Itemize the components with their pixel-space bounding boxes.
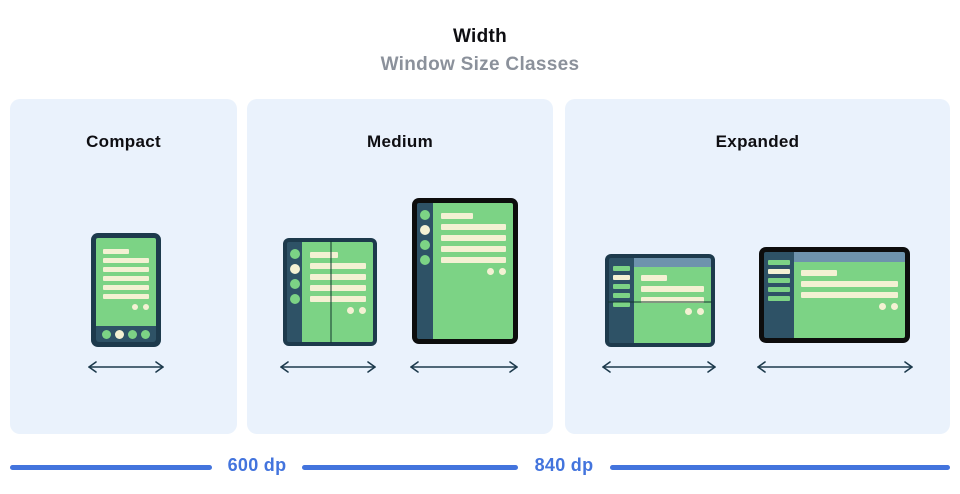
sidebar-menu xyxy=(764,252,794,338)
placeholder-dots xyxy=(310,307,366,314)
dot-icon xyxy=(891,303,898,310)
dot-icon xyxy=(132,304,138,310)
placeholder-line xyxy=(103,258,149,263)
nav-circle-icon xyxy=(115,329,124,339)
device-screen xyxy=(302,242,373,342)
dot-icon xyxy=(359,307,366,314)
ruler-line-segment xyxy=(610,465,950,470)
placeholder-line xyxy=(801,292,898,298)
panel-compact: Compact xyxy=(10,99,237,434)
placeholder-line xyxy=(103,249,129,254)
placeholder-line xyxy=(441,257,506,263)
placeholder-line xyxy=(441,213,473,219)
rail-circle-icon xyxy=(420,225,430,235)
sidebar-menu xyxy=(609,258,634,343)
rail-circle-icon xyxy=(289,249,300,259)
placeholder-line xyxy=(103,294,149,299)
placeholder-dots xyxy=(641,308,704,315)
dot-icon xyxy=(143,304,149,310)
device-screen xyxy=(634,267,711,343)
ruler-line-segment xyxy=(302,465,518,470)
width-arrow-icon xyxy=(410,361,518,373)
dot-icon xyxy=(697,308,704,315)
foldable-landscape-mockup xyxy=(605,254,715,347)
rail-circle-icon xyxy=(289,264,300,274)
rail-circle-icon xyxy=(420,210,430,220)
nav-circle-icon xyxy=(141,329,150,339)
placeholder-line xyxy=(441,235,506,241)
placeholder-line xyxy=(103,267,149,272)
menu-bar-icon xyxy=(613,275,630,280)
panel-medium: Medium xyxy=(247,99,553,434)
placeholder-line xyxy=(441,224,506,230)
width-arrow-icon xyxy=(602,361,716,373)
placeholder-line xyxy=(801,270,837,276)
placeholder-line xyxy=(310,263,366,269)
menu-bar-icon xyxy=(613,293,630,298)
phone-navbar xyxy=(96,326,156,342)
fold-line xyxy=(608,301,712,303)
device-screen xyxy=(794,262,905,338)
placeholder-dots xyxy=(801,303,898,310)
rail-circle-icon xyxy=(289,294,300,304)
placeholder-line xyxy=(641,275,667,281)
breakpoint-label-600dp: 600 dp xyxy=(227,455,287,475)
dot-icon xyxy=(685,308,692,315)
panel-medium-label: Medium xyxy=(366,132,434,151)
placeholder-line xyxy=(103,276,149,281)
menu-bar-icon xyxy=(768,260,790,265)
app-topbar xyxy=(634,258,711,267)
placeholder-line xyxy=(103,285,149,290)
menu-bar-icon xyxy=(768,296,790,301)
placeholder-dots xyxy=(103,304,149,310)
rail-circle-icon xyxy=(289,279,300,289)
diagram-title: Width xyxy=(452,26,508,47)
placeholder-line xyxy=(310,285,366,291)
panel-expanded-label: Expanded xyxy=(715,132,800,151)
menu-bar-icon xyxy=(768,269,790,274)
phone-mockup xyxy=(91,233,161,347)
dot-icon xyxy=(487,268,494,275)
rail-circle-icon xyxy=(420,240,430,250)
fold-line xyxy=(330,241,332,343)
dot-icon xyxy=(879,303,886,310)
placeholder-dots xyxy=(441,268,506,275)
tablet-portrait-mockup xyxy=(412,198,518,344)
menu-bar-icon xyxy=(613,302,630,307)
nav-rail xyxy=(417,203,433,339)
menu-bar-icon xyxy=(613,266,630,271)
width-arrow-icon xyxy=(88,361,164,373)
device-main-area xyxy=(634,258,711,343)
menu-bar-icon xyxy=(768,278,790,283)
placeholder-line xyxy=(641,297,704,303)
nav-circle-icon xyxy=(102,329,111,339)
placeholder-line xyxy=(641,286,704,292)
placeholder-line xyxy=(310,296,366,302)
device-main-area xyxy=(794,252,905,338)
placeholder-line xyxy=(441,246,506,252)
diagram-subtitle: Window Size Classes xyxy=(380,54,580,75)
breakpoint-label-840dp: 840 dp xyxy=(534,455,594,475)
nav-rail xyxy=(287,242,302,342)
device-screen xyxy=(433,203,513,339)
panel-expanded: Expanded xyxy=(565,99,950,434)
placeholder-line xyxy=(801,281,898,287)
width-arrow-icon xyxy=(280,361,376,373)
rail-circle-icon xyxy=(420,255,430,265)
dot-icon xyxy=(347,307,354,314)
placeholder-line xyxy=(310,274,366,280)
menu-bar-icon xyxy=(613,284,630,289)
placeholder-line xyxy=(310,252,338,258)
dot-icon xyxy=(499,268,506,275)
ruler-line-segment xyxy=(10,465,212,470)
phone-screen xyxy=(96,238,156,326)
tablet-landscape-mockup xyxy=(759,247,910,343)
width-arrow-icon xyxy=(757,361,913,373)
menu-bar-icon xyxy=(768,287,790,292)
foldable-portrait-mockup xyxy=(283,238,377,346)
panel-compact-label: Compact xyxy=(86,132,161,151)
app-topbar xyxy=(794,252,905,262)
nav-circle-icon xyxy=(128,329,137,339)
